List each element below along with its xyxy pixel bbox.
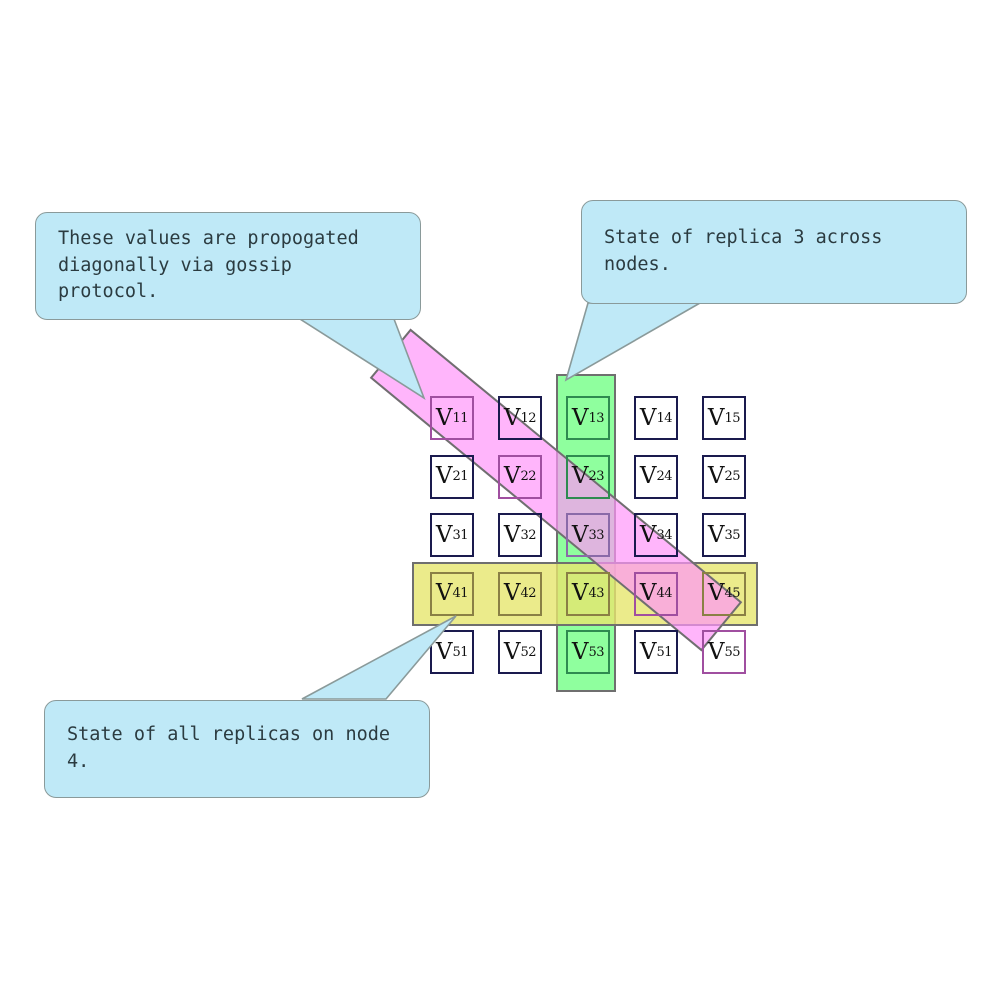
cell-base-symbol: V [707,463,725,489]
cell-base-symbol: V [503,463,521,489]
cell-base-symbol: V [707,580,725,606]
callout-tail-diagonal [297,318,426,400]
cell-subscript: 34 [656,527,673,543]
cell-subscript: 22 [520,469,537,484]
cell-base-symbol: V [435,521,453,548]
cell-subscript: 35 [724,527,741,543]
callout-replica-3-text: State of replica 3 across nodes. [604,227,883,275]
cell-subscript: 25 [724,469,741,484]
cell-base-symbol: V [571,521,589,548]
cell-base-symbol: V [707,404,725,431]
cell-subscript: 21 [452,469,469,484]
cell-base-symbol: V [503,638,521,665]
callout-node-4: State of all replicas on node 4. [44,700,430,798]
cell-base-symbol: V [639,638,657,665]
cell-base-symbol: V [435,638,453,665]
cell-subscript: 14 [656,410,673,426]
cell-subscript: 12 [520,410,537,426]
cell-base-symbol: V [639,521,657,548]
cell-subscript: 15 [724,410,741,426]
callout-tail-node4 [301,615,457,700]
cell-base-symbol: V [639,463,657,489]
cell-subscript: 53 [588,644,605,660]
cell-base-symbol: V [503,404,521,431]
cell-base-symbol: V [571,580,589,606]
cell-subscript: 33 [588,527,605,543]
cell-subscript: 44 [656,586,673,601]
cell-base-symbol: V [639,404,657,431]
cell-base-symbol: V [571,404,589,431]
cell-base-symbol: V [571,463,589,489]
cell-base-symbol: V [503,580,521,606]
cell-subscript: 42 [520,586,537,601]
cell-subscript: 24 [656,469,673,484]
cell-subscript: 11 [452,410,469,426]
callout-replica-3: State of replica 3 across nodes. [581,200,967,304]
cell-subscript: 43 [588,586,605,601]
cell-subscript: 41 [452,586,469,601]
callout-node-4-text: State of all replicas on node 4. [67,724,391,772]
cell-base-symbol: V [435,580,453,606]
cell-subscript: 52 [520,644,537,660]
cell-base-symbol: V [503,521,521,548]
cell-subscript: 32 [520,527,537,543]
cell-subscript: 51 [452,644,469,660]
cell-base-symbol: V [571,638,589,665]
cell-base-symbol: V [435,463,453,489]
cell-base-symbol: V [639,580,657,606]
cell-base-symbol: V [435,404,453,431]
callout-gossip-diagonal: These values are propogated diagonally v… [35,212,421,320]
callout-tail-replica3 [564,302,703,382]
cell-base-symbol: V [707,521,725,548]
cell-subscript: 51 [656,644,673,660]
cell-base-symbol: V [707,638,725,665]
cell-subscript: 45 [724,586,741,601]
cell-subscript: 23 [588,469,605,484]
cell-subscript: 31 [452,527,469,543]
cell-subscript: 55 [724,644,741,660]
cell-subscript: 13 [588,410,605,426]
callout-gossip-diagonal-text: These values are propogated diagonally v… [58,227,359,303]
